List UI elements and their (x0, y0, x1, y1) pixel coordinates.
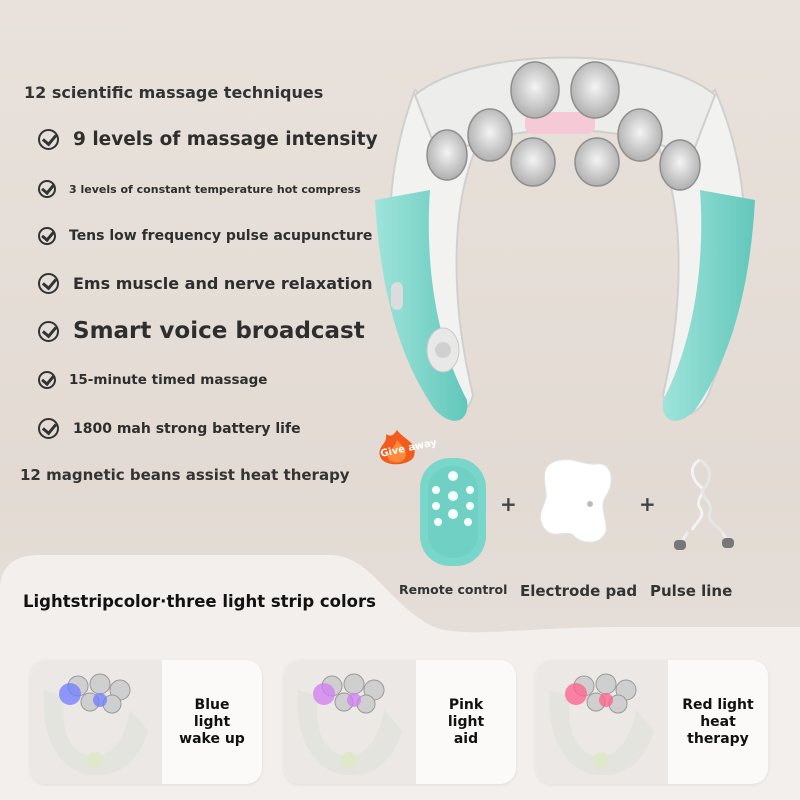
feature-item: 3 levels of constant temperature hot com… (38, 180, 361, 198)
check-circle-icon (38, 227, 56, 245)
feature-text: Smart voice broadcast (73, 318, 365, 344)
device-thumbnail (284, 660, 416, 784)
pulse-line-image (674, 458, 734, 550)
light-color-caption: Red light heat therapy (682, 696, 754, 747)
light-glow (565, 683, 587, 705)
light-glow (313, 683, 335, 705)
feature-item: Tens low frequency pulse acupuncture (38, 227, 372, 245)
feature-text: 1800 mah strong battery life (73, 420, 301, 437)
accessory-label: Remote control (399, 582, 508, 597)
electrode-pad-image (539, 459, 612, 543)
remote-control-image (420, 458, 486, 566)
device-thumbnail (536, 660, 668, 784)
feature-text: Tens low frequency pulse acupuncture (69, 228, 373, 244)
feature-text: 9 levels of massage intensity (73, 129, 378, 150)
feature-item: 9 levels of massage intensity (38, 129, 378, 150)
plus-sign: + (639, 492, 656, 516)
feature-item: Ems muscle and nerve relaxation (38, 273, 373, 294)
light-strip-title: Lightstripcolor·three light strip colors (23, 592, 376, 611)
light-color-card: Blue light wake up (30, 660, 262, 784)
light-glow (59, 683, 81, 705)
check-circle-icon (38, 273, 59, 294)
light-color-caption: Pink light aid (447, 696, 485, 747)
check-circle-icon (38, 371, 56, 389)
check-circle-icon (38, 418, 59, 439)
headline: 12 scientific massage techniques (24, 83, 324, 102)
feature-item: 1800 mah strong battery life (38, 418, 301, 439)
feature-text: 15-minute timed massage (69, 372, 268, 388)
light-color-card: Pink light aid (284, 660, 516, 784)
plus-sign: + (500, 492, 517, 516)
light-color-card: Red light heat therapy (536, 660, 768, 784)
accessory-label: Electrode pad (520, 582, 638, 600)
light-color-caption: Blue light wake up (179, 696, 245, 747)
feature-item: Smart voice broadcast (38, 318, 365, 344)
feature-text: 3 levels of constant temperature hot com… (69, 182, 361, 196)
check-circle-icon (38, 129, 59, 150)
feature-text: Ems muscle and nerve relaxation (73, 274, 373, 293)
device-thumbnail (30, 660, 162, 784)
flame-icon (379, 430, 415, 465)
neck-massager-image (375, 56, 755, 421)
footer-line: 12 magnetic beans assist heat therapy (20, 466, 350, 484)
check-circle-icon (38, 320, 59, 342)
check-circle-icon (38, 180, 56, 198)
feature-item: 15-minute timed massage (38, 371, 267, 389)
accessory-label: Pulse line (650, 582, 733, 600)
